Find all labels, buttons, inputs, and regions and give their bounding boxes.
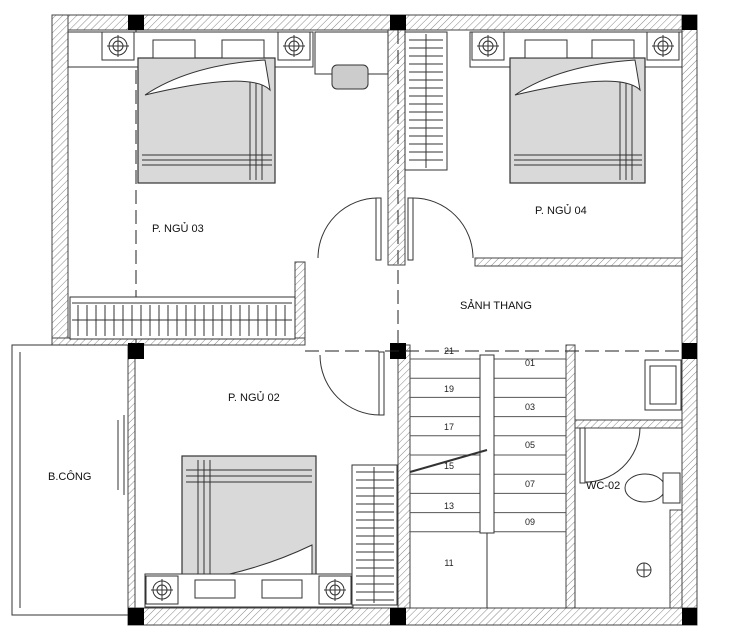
stair-number: 09 [525, 517, 535, 527]
door [579, 427, 586, 484]
door [407, 197, 414, 261]
lamp-icon [145, 575, 179, 605]
stair-number: 13 [444, 501, 454, 511]
stair-number: 17 [444, 422, 454, 432]
bedroom-04: P. NGỦ 04 [404, 31, 683, 261]
door [375, 197, 382, 261]
stair-number: 01 [525, 358, 535, 368]
wc-02: WC-02 [579, 359, 682, 578]
lamp-icon [471, 31, 505, 61]
door-swing [319, 354, 381, 416]
stair-number: 03 [525, 402, 535, 412]
lamp-icon [277, 31, 311, 61]
balcony [11, 344, 128, 616]
lamp-icon [646, 31, 680, 61]
bedroom-03: P. NGỦ 03 [67, 31, 389, 340]
stair-number: 05 [525, 440, 535, 450]
stair-number: 19 [444, 384, 454, 394]
room-label-bedroom-03: P. NGỦ 03 [152, 222, 204, 235]
lamp-icon [101, 31, 135, 61]
lamp-icon [318, 575, 352, 605]
room-label-bedroom-02: P. NGỦ 02 [228, 391, 280, 404]
door [378, 351, 385, 416]
axis-lines [135, 30, 682, 352]
door-swing [581, 427, 641, 483]
stair-number: 21 [444, 346, 454, 356]
stair-number: 15 [444, 461, 454, 471]
room-label-bedroom-04: P. NGỦ 04 [535, 204, 587, 217]
stair-number: 07 [525, 479, 535, 489]
chair [331, 64, 369, 90]
room-label-balcony: B.CÔNG [48, 470, 91, 483]
room-label-wc: WC-02 [586, 480, 620, 492]
room-label-stair-hall: SẢNH THANG [460, 299, 532, 312]
stair-number: 11 [444, 558, 453, 568]
door-swing [412, 197, 474, 259]
bedroom-02: P. NGỦ 02 [144, 351, 398, 608]
staircase: 21 19 17 15 13 11 01 03 05 07 09 [409, 346, 566, 608]
door-swing [317, 197, 379, 259]
stair-handrail [479, 354, 495, 534]
toilet [624, 473, 666, 503]
